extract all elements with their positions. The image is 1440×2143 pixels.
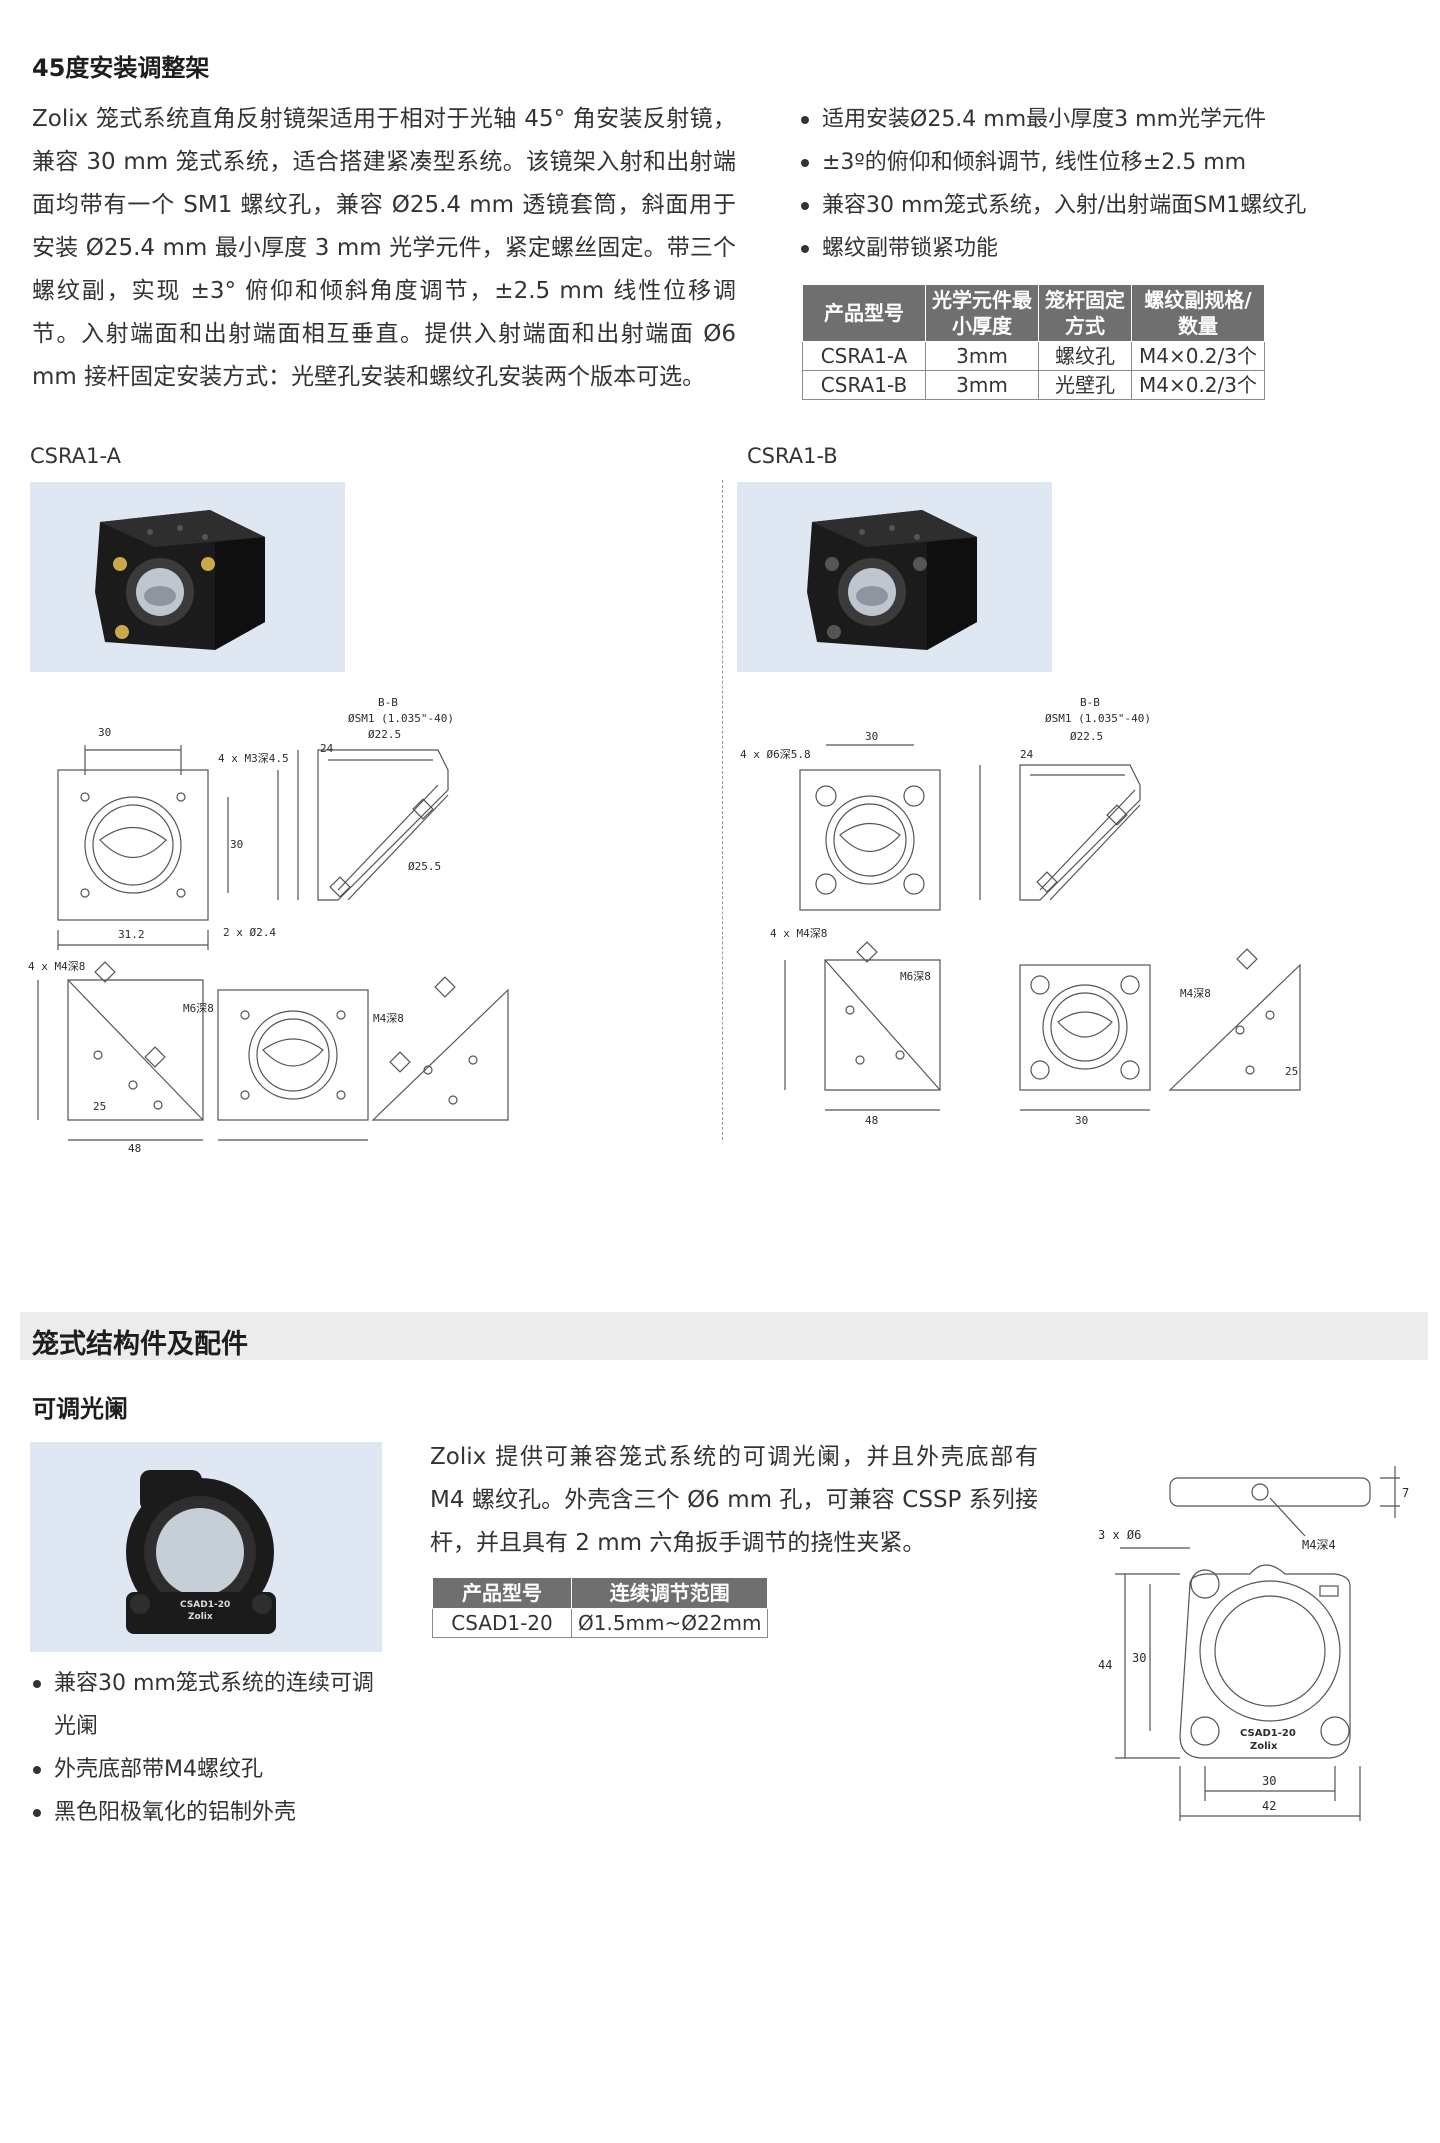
dimension-label: 30 (230, 838, 244, 851)
dimension-label: Ø25.5 (408, 860, 442, 873)
dimension-label: 2 x Ø2.4 (223, 926, 276, 939)
product-photo-a (30, 482, 345, 672)
dimension-label: 7 (1402, 1486, 1410, 1500)
dimension-label: M6深8 (183, 1002, 214, 1015)
dimension-label: Ø22.5 (368, 728, 402, 741)
dimension-label: 4 x M3深4.5 (218, 752, 289, 765)
dimension-label: 30 (1262, 1774, 1277, 1788)
dimension-label: ØSM1 (1.035"-40) (1045, 712, 1151, 725)
iris-technical-drawing: 3 x Ø6 M4深4 7 44 30 30 42 CSAD1-20 Zolix (1080, 1436, 1420, 1826)
feature-item: 黑色阳极氧化的铝制外壳 (30, 1791, 390, 1834)
banner-title: 笼式结构件及配件 (32, 1329, 248, 1360)
dimension-label: 30 (1075, 1114, 1089, 1127)
dimension-label: 24 (1020, 748, 1034, 761)
table-cell: Ø1.5mm~Ø22mm (570, 1608, 769, 1638)
table-cell: M4×0.2/3个 (1131, 370, 1265, 400)
product-photo-iris: CSAD1-20 Zolix (30, 1442, 382, 1652)
section-title: 45度安装调整架 (32, 54, 210, 82)
technical-drawing-b: 4 x Ø6深5.8 30 B-B ØSM1 (1.035"-40) Ø22.5… (740, 690, 1420, 1150)
section-description: Zolix 笼式系统直角反射镜架适用于相对于光轴 45° 角安装反射镜，兼容 3… (32, 106, 736, 390)
dimension-label: 44 (1098, 1658, 1113, 1672)
table-cell: M4×0.2/3个 (1131, 341, 1265, 371)
model-label-a: CSRA1-A (30, 444, 121, 468)
table-cell: 螺纹孔 (1038, 341, 1132, 371)
drawing-model-label: CSAD1-20 (1240, 1728, 1296, 1739)
column-divider (722, 480, 723, 1140)
table-cell: 3mm (925, 370, 1039, 400)
dimension-label: 30 (865, 730, 879, 743)
table-header-row: 产品型号 光学元件最小厚度 笼杆固定方式 螺纹副规格/数量 (802, 284, 1265, 342)
dimension-label: 31.2 (118, 928, 145, 941)
dimension-label: 30 (98, 726, 112, 739)
dimension-label: 24 (320, 742, 334, 755)
dimension-label: 42 (1262, 1799, 1277, 1813)
feature-item: 兼容30 mm笼式系统的连续可调光阑 (30, 1662, 390, 1748)
table-header: 光学元件最小厚度 (925, 284, 1039, 342)
feature-item: 兼容30 mm笼式系统，入射/出射端面SM1螺纹孔 (798, 184, 1398, 227)
dimension-label: 48 (865, 1114, 879, 1127)
iris-spec-table: 产品型号 连续调节范围 CSAD1-20 Ø1.5mm~Ø22mm (432, 1577, 769, 1638)
table-cell: CSRA1-A (802, 341, 926, 371)
dimension-label: 25 (1285, 1065, 1299, 1078)
dimension-label: ØSM1 (1.035"-40) (348, 712, 454, 725)
spec-table: 产品型号 光学元件最小厚度 笼杆固定方式 螺纹副规格/数量 CSRA1-A 3m… (802, 284, 1265, 400)
iris-feature-list: 兼容30 mm笼式系统的连续可调光阑 外壳底部带M4螺纹孔 黑色阳极氧化的铝制外… (30, 1662, 390, 1834)
dimension-label: 30 (1132, 1651, 1147, 1665)
section-banner: 笼式结构件及配件 (20, 1312, 1428, 1360)
table-cell: 光壁孔 (1038, 370, 1132, 400)
dimension-label: B-B (378, 696, 398, 709)
dimension-label: M4深4 (1302, 1538, 1336, 1552)
feature-item: 适用安装Ø25.4 mm最小厚度3 mm光学元件 (798, 98, 1398, 141)
table-row: CSAD1-20 Ø1.5mm~Ø22mm (432, 1608, 769, 1638)
model-label-b: CSRA1-B (747, 444, 838, 468)
dimension-label: 4 x M4深8 (28, 960, 86, 973)
drawing-brand-label: Zolix (1250, 1741, 1278, 1752)
table-header: 产品型号 (802, 284, 926, 342)
photo-model-label: CSAD1-20 (180, 1600, 231, 1610)
dimension-label: M4深8 (373, 1012, 404, 1025)
feature-item: 螺纹副带锁紧功能 (798, 227, 1398, 270)
technical-drawing-a: 30 4 x M3深4.5 30 31.2 2 x Ø2.4 B-B ØSM1 … (28, 690, 708, 1170)
subsection-title: 可调光阑 (32, 1395, 128, 1423)
dimension-label: Ø22.5 (1070, 730, 1104, 743)
dimension-label: B-B (1080, 696, 1100, 709)
dimension-label: 48 (128, 1142, 142, 1155)
dimension-label: M4深8 (1180, 987, 1211, 1000)
product-photo-b (737, 482, 1052, 672)
dimension-label: 4 x M4深8 (770, 927, 828, 940)
dimension-label: 3 x Ø6 (1098, 1528, 1142, 1542)
dimension-label: 4 x Ø6深5.8 (740, 748, 811, 761)
feature-item: ±3º的俯仰和倾斜调节, 线性位移±2.5 mm (798, 141, 1398, 184)
dimension-label: 25 (93, 1100, 107, 1113)
table-header: 连续调节范围 (570, 1577, 769, 1609)
table-cell: 3mm (925, 341, 1039, 371)
feature-list: 适用安装Ø25.4 mm最小厚度3 mm光学元件 ±3º的俯仰和倾斜调节, 线性… (798, 98, 1398, 270)
table-row: CSRA1-B 3mm 光壁孔 M4×0.2/3个 (802, 370, 1265, 400)
feature-item: 外壳底部带M4螺纹孔 (30, 1748, 390, 1791)
table-header: 笼杆固定方式 (1038, 284, 1132, 342)
table-header: 产品型号 (432, 1577, 572, 1609)
table-header: 螺纹副规格/数量 (1131, 284, 1265, 342)
table-cell: CSAD1-20 (432, 1608, 572, 1638)
table-row: CSRA1-A 3mm 螺纹孔 M4×0.2/3个 (802, 341, 1265, 371)
dimension-label: M6深8 (900, 970, 931, 983)
photo-brand-label: Zolix (188, 1612, 213, 1622)
iris-description: Zolix 提供可兼容笼式系统的可调光阑，并且外壳底部有 M4 螺纹孔。外壳含三… (430, 1444, 1038, 1556)
table-cell: CSRA1-B (802, 370, 926, 400)
table-header-row: 产品型号 连续调节范围 (432, 1577, 769, 1609)
